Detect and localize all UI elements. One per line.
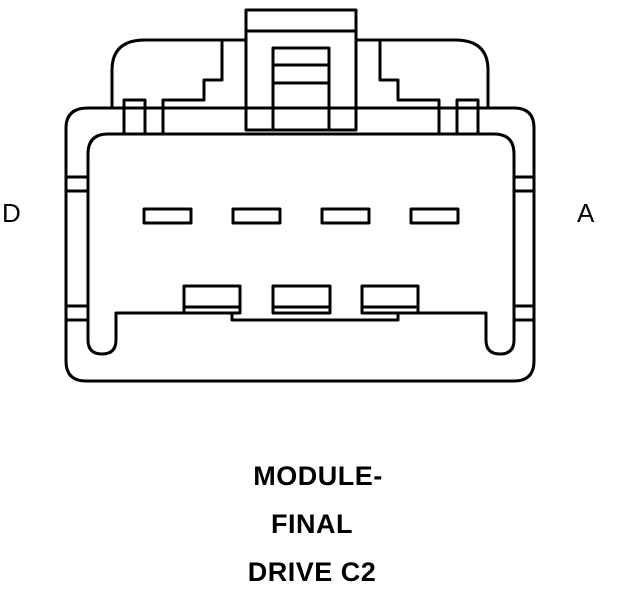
housing-top-shoulders xyxy=(110,38,490,134)
terminal-cavities xyxy=(142,207,460,225)
terminal-cavity xyxy=(409,207,460,225)
terminal-cavity xyxy=(142,207,193,225)
inner-cavity xyxy=(86,132,516,356)
outer-housing xyxy=(64,106,536,383)
title-line-1: MODULE- xyxy=(253,461,383,491)
title-line-3: DRIVE C2 xyxy=(247,557,377,587)
pin-label-d: D xyxy=(2,198,21,228)
side-ribs xyxy=(64,175,536,322)
pin-label-a: A xyxy=(577,198,595,228)
terminal-cavity xyxy=(231,207,282,225)
latch-tab xyxy=(244,8,358,132)
title-line-2: FINAL xyxy=(271,509,353,539)
terminal-cavity xyxy=(320,207,371,225)
keying-blocks xyxy=(182,284,420,315)
